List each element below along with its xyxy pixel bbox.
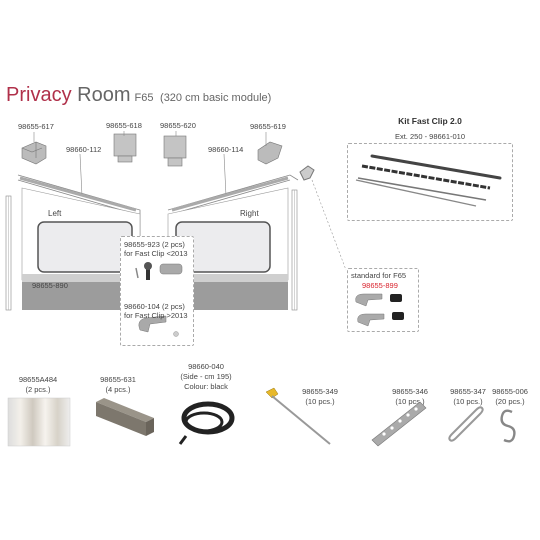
part-label-620: 98655-620 [160,121,196,130]
bracket-617-icon [21,141,47,165]
part-label-619: 98655-619 [250,122,286,131]
clip-new-icon [138,315,179,337]
panel-label-left: Left [48,209,62,218]
wire-loop-icon [448,406,484,442]
bp-qty-346: (10 pcs.) [395,397,425,406]
bp-code-346: 98655-346 [392,387,428,396]
kit-box [347,143,513,221]
title-word-1: Privacy [6,84,72,106]
title-word-2: Room [77,84,131,106]
title-detail: (320 cm basic module) [160,92,272,104]
bp-qty-040: (Side - cm 195) [180,372,232,381]
clips-callout [120,236,194,346]
s-hook-icon [500,409,516,443]
bp-code-349: 98655-349 [302,387,338,396]
bp-qty-349: (10 pcs.) [305,397,335,406]
bp-code-040: 98660-040 [188,362,224,371]
standard-box [347,268,419,332]
bp-qty-006: (20 pcs.) [495,397,525,406]
standard-code: 98655-899 [362,281,398,290]
title-model: F65 [134,92,154,104]
clip-old-icon [135,262,183,280]
bracket-620-icon [163,135,187,167]
side-pole-label: 98655-890 [32,281,68,290]
bp-extra-040: Colour: black [184,382,228,391]
bracket-619-icon [257,141,283,165]
clip-a-line2: for Fast Clip <2013 [124,249,188,258]
fabric-sample-icon [7,397,71,447]
kit-ext: Ext. 250 - 98661-010 [394,132,466,141]
part-label-618: 98655-618 [106,121,142,130]
bp-code-347: 98655-347 [450,387,486,396]
square-rod-icon [96,398,154,436]
bp-code-484: 98655A484 [18,375,58,384]
bp-code-006: 98655-006 [492,387,528,396]
standard-label: standard for F65 [351,271,407,280]
hook-icon [299,165,315,181]
kit-title: Kit Fast Clip 2.0 [398,116,462,126]
clip-a-line1: 98655-923 (2 pcs) [124,240,185,249]
bp-code-631: 98655-631 [100,375,136,384]
bracket-618-icon [113,133,137,163]
rail-label-right: 98660-114 [208,145,244,154]
zipper-icon [178,401,235,445]
panel-label-right: Right [240,209,259,218]
bp-qty-347: (10 pcs.) [453,397,483,406]
bp-qty-631: (4 pcs.) [105,385,131,394]
bp-qty-484: (2 pcs.) [25,385,51,394]
tent-peg-icon [265,387,331,445]
perforated-strap-icon [371,401,427,447]
clip-b-line2: for Fast Clip >2013 [124,311,188,320]
part-label-617: 98655-617 [18,122,54,131]
clip-b-line1: 98660-104 (2 pcs) [124,302,185,311]
rail-label-left: 98660-112 [66,145,102,154]
